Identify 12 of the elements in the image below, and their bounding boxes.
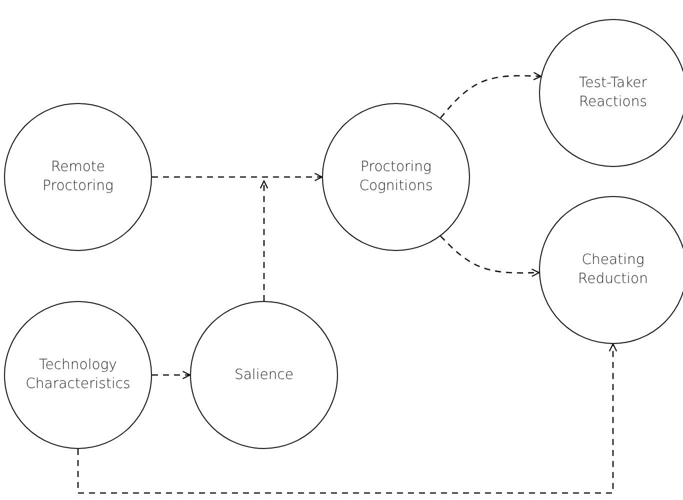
node-label: Cheating Reduction bbox=[577, 251, 649, 289]
dashed-arrow bbox=[152, 172, 323, 182]
dashed-arrow bbox=[440, 72, 542, 118]
node-label: Technology Characteristics bbox=[24, 356, 132, 394]
node-label: Test-Taker Reactions bbox=[578, 74, 648, 112]
node-label: Salience bbox=[234, 366, 294, 384]
node-label: Proctoring Cognitions bbox=[358, 158, 434, 196]
node-label: Remote Proctoring bbox=[42, 158, 114, 196]
dashed-arrow bbox=[440, 236, 540, 277]
dashed-arrow bbox=[152, 370, 191, 380]
dashed-arrow bbox=[77, 343, 618, 494]
dashed-arrow bbox=[260, 180, 268, 301]
